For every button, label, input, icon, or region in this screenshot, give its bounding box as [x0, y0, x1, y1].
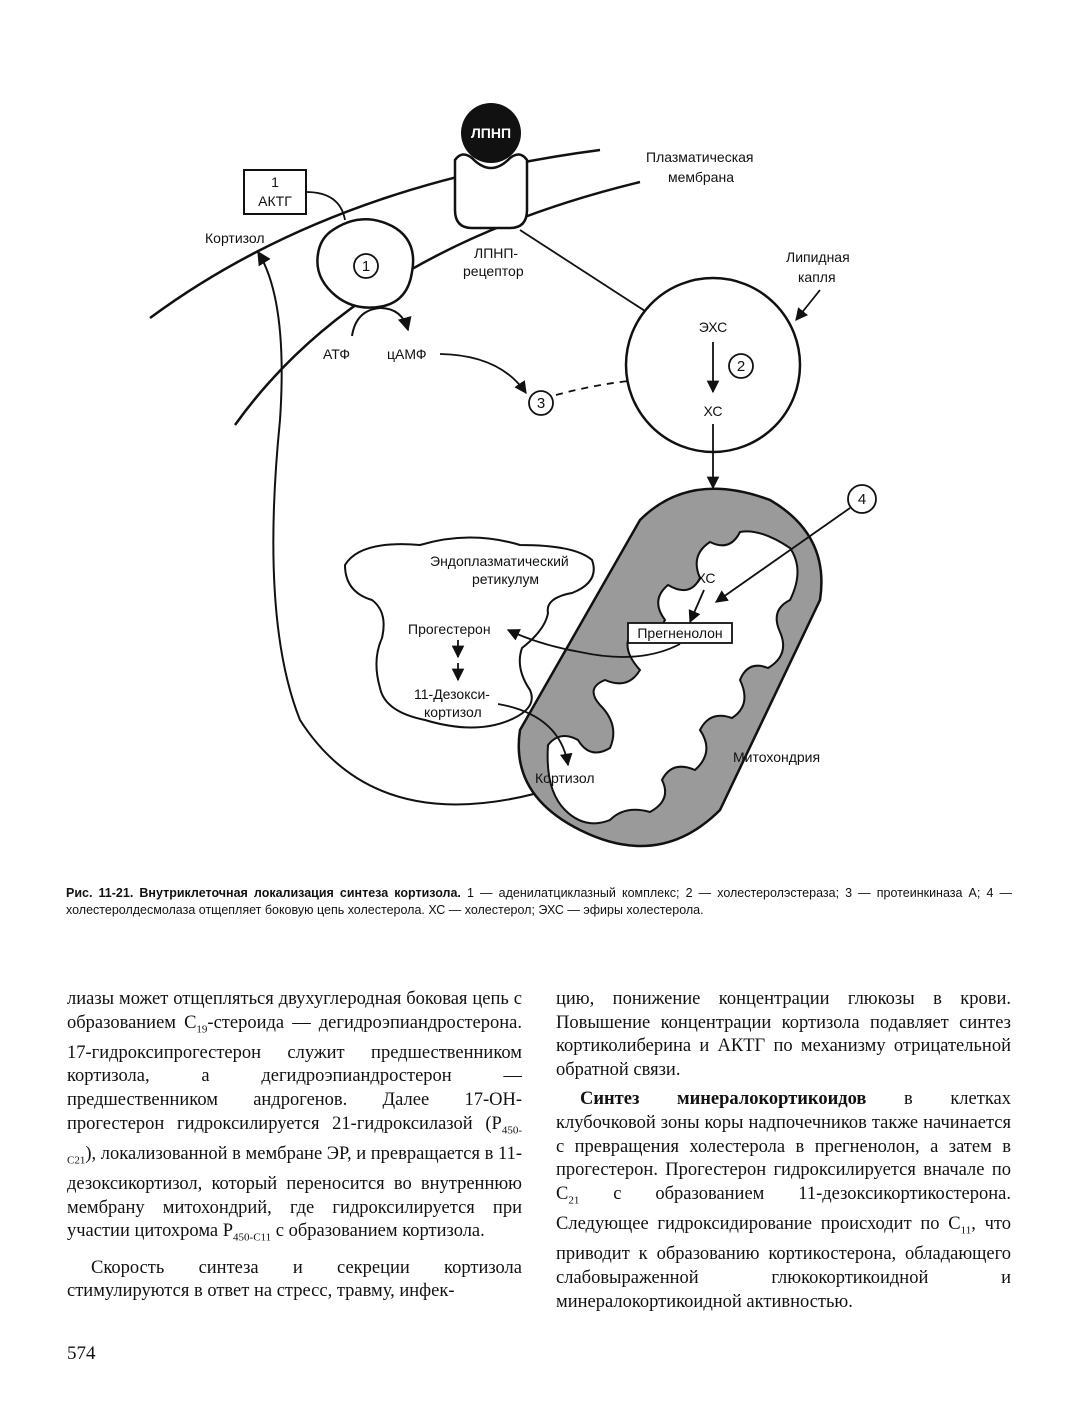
right-p2-c: , что приводит к образованию кортикостер…	[556, 1214, 1011, 1312]
left-p1-sub-p450c21: 450-С21	[67, 1124, 522, 1167]
ldl-to-droplet-arrow	[519, 229, 664, 323]
plasma-membrane-label-1: Плазматическая	[646, 149, 754, 165]
ldl-receptor	[453, 153, 529, 230]
lipid-droplet-pointer	[795, 289, 821, 321]
marker-4-label: 4	[858, 491, 866, 508]
camp-to-pka-arrow	[439, 353, 527, 395]
atp-camp-arrow	[351, 306, 412, 337]
deoxycortisol-to-cortisol-arrow	[497, 703, 573, 767]
marker-2-label: 2	[737, 358, 745, 375]
left-p1-a: лиазы может отщепляться двухуглеродная б…	[67, 989, 522, 1033]
left-p1-b: -стероида — дегидроэпиандростерона. 17-г…	[67, 1012, 522, 1134]
right-p2-sub-11: 11	[960, 1224, 972, 1237]
pregnenolone-label: Прегненолон	[637, 625, 722, 641]
cortisol-out-label: Кортизол	[205, 230, 265, 246]
endoplasmic-reticulum	[343, 536, 595, 729]
cortisol-export-path	[257, 250, 566, 806]
marker-3-label: 3	[537, 395, 545, 412]
cortisol-mito-label: Кортизол	[535, 770, 595, 786]
ldl-particle	[461, 103, 521, 163]
left-text-column: лиазы может отщепляться двухуглеродная б…	[67, 988, 522, 1304]
caption-text: 1 — аденилатциклазный комплекс; 2 — холе…	[66, 886, 1013, 917]
left-paragraph-2: Скорость синтеза и секреции кортизола ст…	[67, 1257, 522, 1302]
right-p2-a: в клетках клубочковой зоны коры надпочеч…	[556, 1089, 1011, 1204]
desmolase-arrow	[714, 507, 851, 603]
right-paragraph-1: цию, понижение концентрации глюкозы в кр…	[556, 989, 1011, 1080]
lipid-droplet-label-2: капля	[798, 269, 836, 285]
ches-label: ЭХС	[699, 319, 728, 335]
lipid-droplet-label-1: Липидная	[786, 249, 850, 265]
deoxycortisol-label-2: кортизол	[424, 704, 482, 720]
right-p2-b: с образованием 11-дезоксикортикостерона.…	[556, 1183, 1011, 1235]
marker-3	[528, 390, 554, 416]
left-p1-c: ), локализованной в мембране ЭР, и превр…	[67, 1143, 522, 1242]
acth-label: АКТГ	[258, 193, 292, 209]
right-text-column: цию, понижение концентрации глюкозы в кр…	[556, 988, 1011, 1314]
ldl-receptor-label-1: ЛПНП-	[474, 245, 518, 261]
camp-label: цАМФ	[387, 346, 427, 362]
chol-label: ХС	[704, 403, 723, 419]
marker-1-label: 1	[362, 258, 370, 275]
pregnenolone-box	[627, 622, 733, 644]
right-p2-sub-21: 21	[568, 1194, 580, 1207]
pregnenolone-to-progesterone-arrow	[506, 629, 681, 658]
marker-1	[353, 253, 379, 279]
er-label-2: ретикулум	[472, 571, 539, 587]
marker-2	[728, 353, 754, 379]
mineralocorticoid-heading: Синтез минералокортикоидов	[580, 1089, 867, 1110]
left-p1-d: с образованием кортизола.	[271, 1221, 485, 1242]
atp-label: АТФ	[323, 346, 350, 362]
page-number: 574	[67, 1343, 96, 1364]
mitochondrion-inner	[546, 530, 799, 825]
acth-number: 1	[271, 174, 279, 190]
caption-title: Рис. 11-21. Внутриклеточная локализация …	[66, 886, 461, 900]
left-p1-sub-19: 19	[196, 1023, 208, 1036]
progesterone-label: Прогестерон	[408, 621, 491, 637]
chol-to-pregnenolone-arrow	[688, 589, 705, 624]
ldl-receptor-label-2: рецептор	[463, 263, 524, 279]
mitochondrion-label: Митохондрия	[733, 749, 820, 765]
marker-4	[847, 484, 877, 514]
figure-caption: Рис. 11-21. Внутриклеточная локализация …	[66, 885, 1012, 919]
right-paragraph-2: Синтез минералокортикоидов в клетках клу…	[556, 1088, 1011, 1314]
left-paragraph-1: лиазы может отщепляться двухуглеродная б…	[67, 988, 522, 1251]
acth-connector	[305, 191, 346, 221]
plasma-membrane-label-2: мембрана	[668, 169, 734, 185]
left-p1-sub-p450c11: 450-С11	[233, 1232, 272, 1245]
plasma-membrane-inner	[233, 180, 641, 426]
ldl-label: ЛПНП	[471, 125, 511, 141]
cortisol-synthesis-diagram: ЛПНП ЛПНП- рецептор Плазматическая мембр…	[149, 103, 877, 848]
er-label-1: Эндоплазматический	[430, 553, 569, 569]
chol-mito-label: ХС	[697, 570, 716, 586]
deoxycortisol-label-1: 11-Дезокси-	[414, 686, 490, 702]
